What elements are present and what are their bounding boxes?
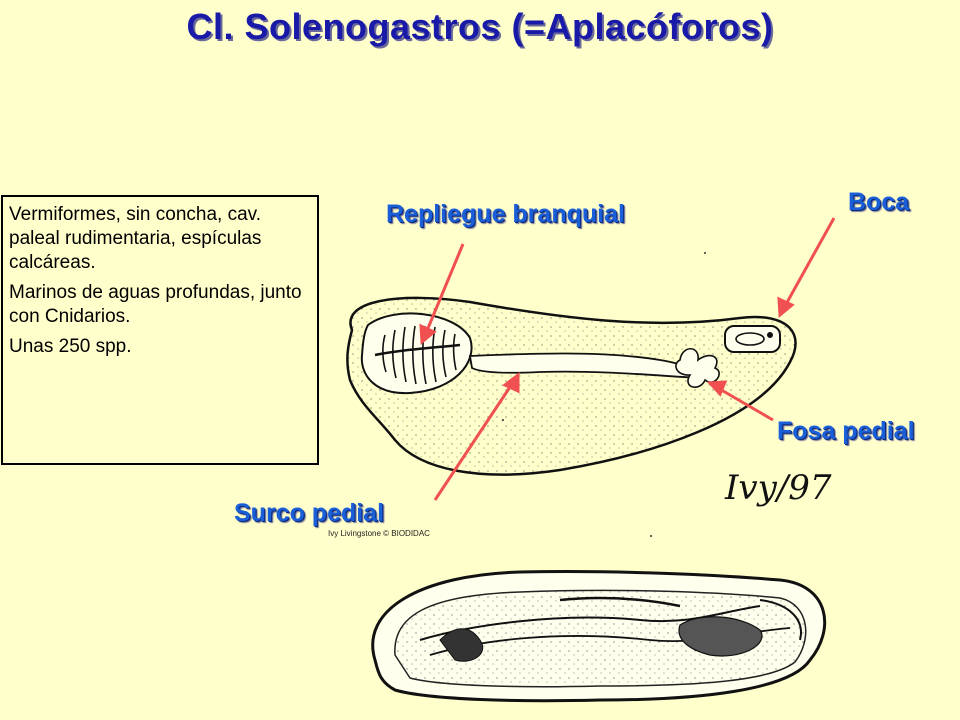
label-fosa-pedial: Fosa pedial [777, 417, 915, 445]
label-boca: Boca [848, 188, 910, 216]
image-credit: Ivy Livingstone © BIODIDAC [328, 529, 430, 538]
arrow-fosa [717, 386, 774, 422]
label-surco-pedial: Surco pedial [234, 499, 385, 527]
mouth-opening [735, 332, 765, 346]
annotation-arrows [419, 217, 836, 501]
arrow-repliegue [424, 243, 465, 334]
mouth-dot [767, 332, 773, 338]
info-paragraph-species: Unas 250 spp. [9, 336, 132, 357]
pedal-pit [675, 347, 720, 388]
artist-signature: Ivy/97 [725, 468, 832, 508]
info-box: Vermiformes, sin concha, cav. paleal rud… [1, 195, 319, 465]
arrow-surco [433, 383, 514, 501]
arrow-boca [783, 217, 836, 307]
info-paragraph-habitat: Marinos de aguas profundas, junto con Cn… [9, 282, 302, 327]
info-paragraph-description: Vermiformes, sin concha, cav. paleal rud… [9, 204, 262, 273]
label-repliegue-branquial: Repliegue branquial [386, 200, 625, 228]
page-title: Cl. Solenogastros (=Aplacóforos) [186, 6, 774, 47]
specimen-section [371, 570, 827, 703]
